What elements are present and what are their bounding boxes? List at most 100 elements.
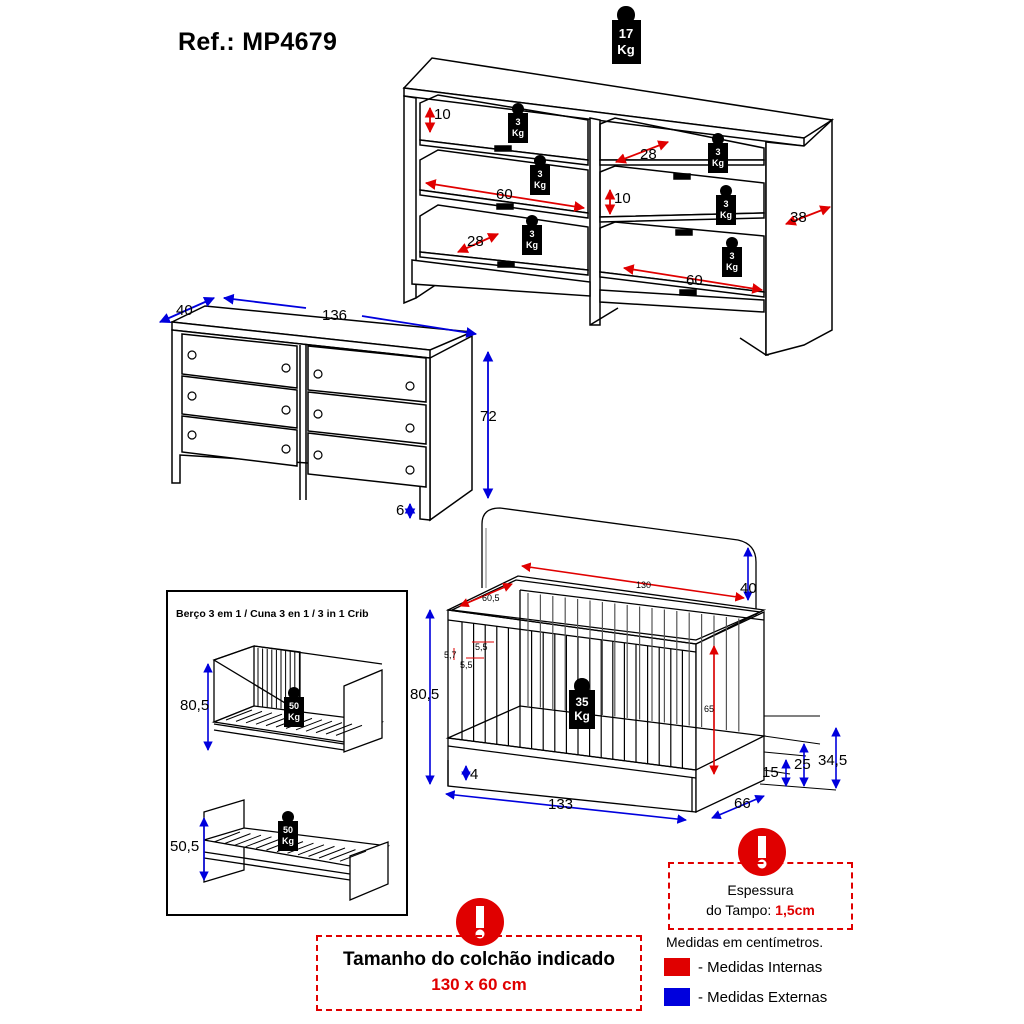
dresser-foot-label: 6 [396,502,405,519]
weight-value: 17 [618,26,634,42]
dresser-depth-label: 40 [176,302,193,319]
toddler-base-slat [315,722,343,734]
weight-value: 3 [537,168,543,179]
toddler-base-slat [255,713,283,725]
twin-bed-slats [213,831,367,862]
toddler-base-slat [325,723,353,735]
crib-inner-width-label: 60,5 [482,593,500,603]
weight-unit: Kg [512,127,524,138]
slat-gap-a-label: 5,7 [444,650,457,660]
drawer-height-label: 10 [434,106,451,123]
drawer-height-label-2: 10 [614,190,631,207]
legend-internal: - Medidas Internas [664,958,822,976]
weight-unit: Kg [534,179,546,190]
twin-base-slat [339,850,367,862]
dresser-height-label: 72 [480,408,497,425]
twin-base-slat [329,849,356,861]
legend-swatch-red [664,958,690,976]
level-low-label: 15 [762,764,779,781]
panel-title: Berço 3 em 1 / Cuna 3 en 1 / 3 in 1 Crib [176,608,369,620]
crib-slats [461,593,740,769]
legend-swatch-blue [664,988,690,1006]
reference-code: Ref.: MP4679 [178,28,338,56]
weight-unit: Kg [726,261,738,272]
weight-unit: Kg [617,41,635,57]
weight-unit: Kg [574,709,590,723]
twin-base-slat [224,833,251,845]
crib-conversion-panel: Berço 3 em 1 / Cuna 3 en 1 / 3 in 1 Crib [166,590,408,916]
toddler-base-slat [235,710,263,722]
thickness-prefix: do Tampo: [706,902,772,918]
toddler-height-label: 80,5 [180,697,210,714]
crib-length-label: 133 [548,796,574,813]
mattress-size-note: Tamanho do colchão indicado 130 x 60 cm [316,935,642,1011]
closed-dresser-dimensions [159,293,494,520]
weight-value: 3 [515,116,521,127]
toddler-base-slat [335,724,363,736]
twin-base-slat [297,844,325,856]
twin-base-slat [308,845,335,857]
weight-unit: Kg [288,711,300,722]
weight-unit: Kg [526,239,538,250]
twin-base-slat [287,842,314,854]
thickness-value: 1,5cm [775,902,815,918]
toddler-base-slat [245,712,273,724]
slat-gap-b-label: 5,5 [475,642,488,652]
toddler-base-slat [225,709,253,721]
thickness-line: do Tampo: 1,5cm [670,902,851,918]
units-note: Medidas em centímetros. [666,934,824,950]
alert-icon [738,828,786,876]
weight-value: 3 [723,198,729,209]
crib-inner-height-label: 65 [704,704,715,714]
crib-drawing [445,507,767,814]
drawer-width-label-2: 60 [686,272,703,289]
weight-unit: Kg [282,835,294,846]
thickness-title: Espessura [727,882,794,898]
drawer-depth-label: 28 [467,233,484,250]
open-dresser-dimensions [424,106,832,294]
mattress-title: Tamanho do colchão indicado [342,949,615,970]
drawer-width-label: 60 [496,186,513,203]
weight-value: 50 [288,700,299,711]
legend-external: - Medidas Externas [664,988,827,1006]
dresser-width-label: 136 [322,307,348,324]
legend-external-label: - Medidas Externas [698,988,828,1006]
weight-value: 50 [282,824,293,835]
drawer-depth-label-2: 28 [640,146,657,163]
twin-base-slat [245,836,272,848]
panel-dimensions [199,663,213,881]
crib-width-label: 66 [734,795,751,812]
crib-height-label: 80,5 [410,686,440,703]
crib-base-label: 4 [470,766,479,783]
twin-base-slat [213,831,241,843]
toddler-base-slat [305,720,333,732]
crib-dimensions [425,547,841,824]
weight-unit: Kg [720,209,732,220]
weight-value: 3 [729,250,735,261]
toddler-base-slat [295,719,323,731]
weight-unit: Kg [712,157,724,168]
open-dresser-depth-label: 38 [790,209,807,226]
weight-value: 3 [529,228,535,239]
legend-internal-label: - Medidas Internas [698,958,823,976]
mattress-size: 130 x 60 cm [431,975,527,994]
headboard-height-label: 40 [740,580,757,597]
closed-dresser-drawing [169,305,473,522]
bed-height-label: 50,5 [170,838,200,855]
weight-value: 35 [575,695,589,709]
twin-base-slat [234,834,262,846]
crib-inner-length-label: 130 [636,580,652,590]
level-high-label: 34,5 [818,752,848,769]
